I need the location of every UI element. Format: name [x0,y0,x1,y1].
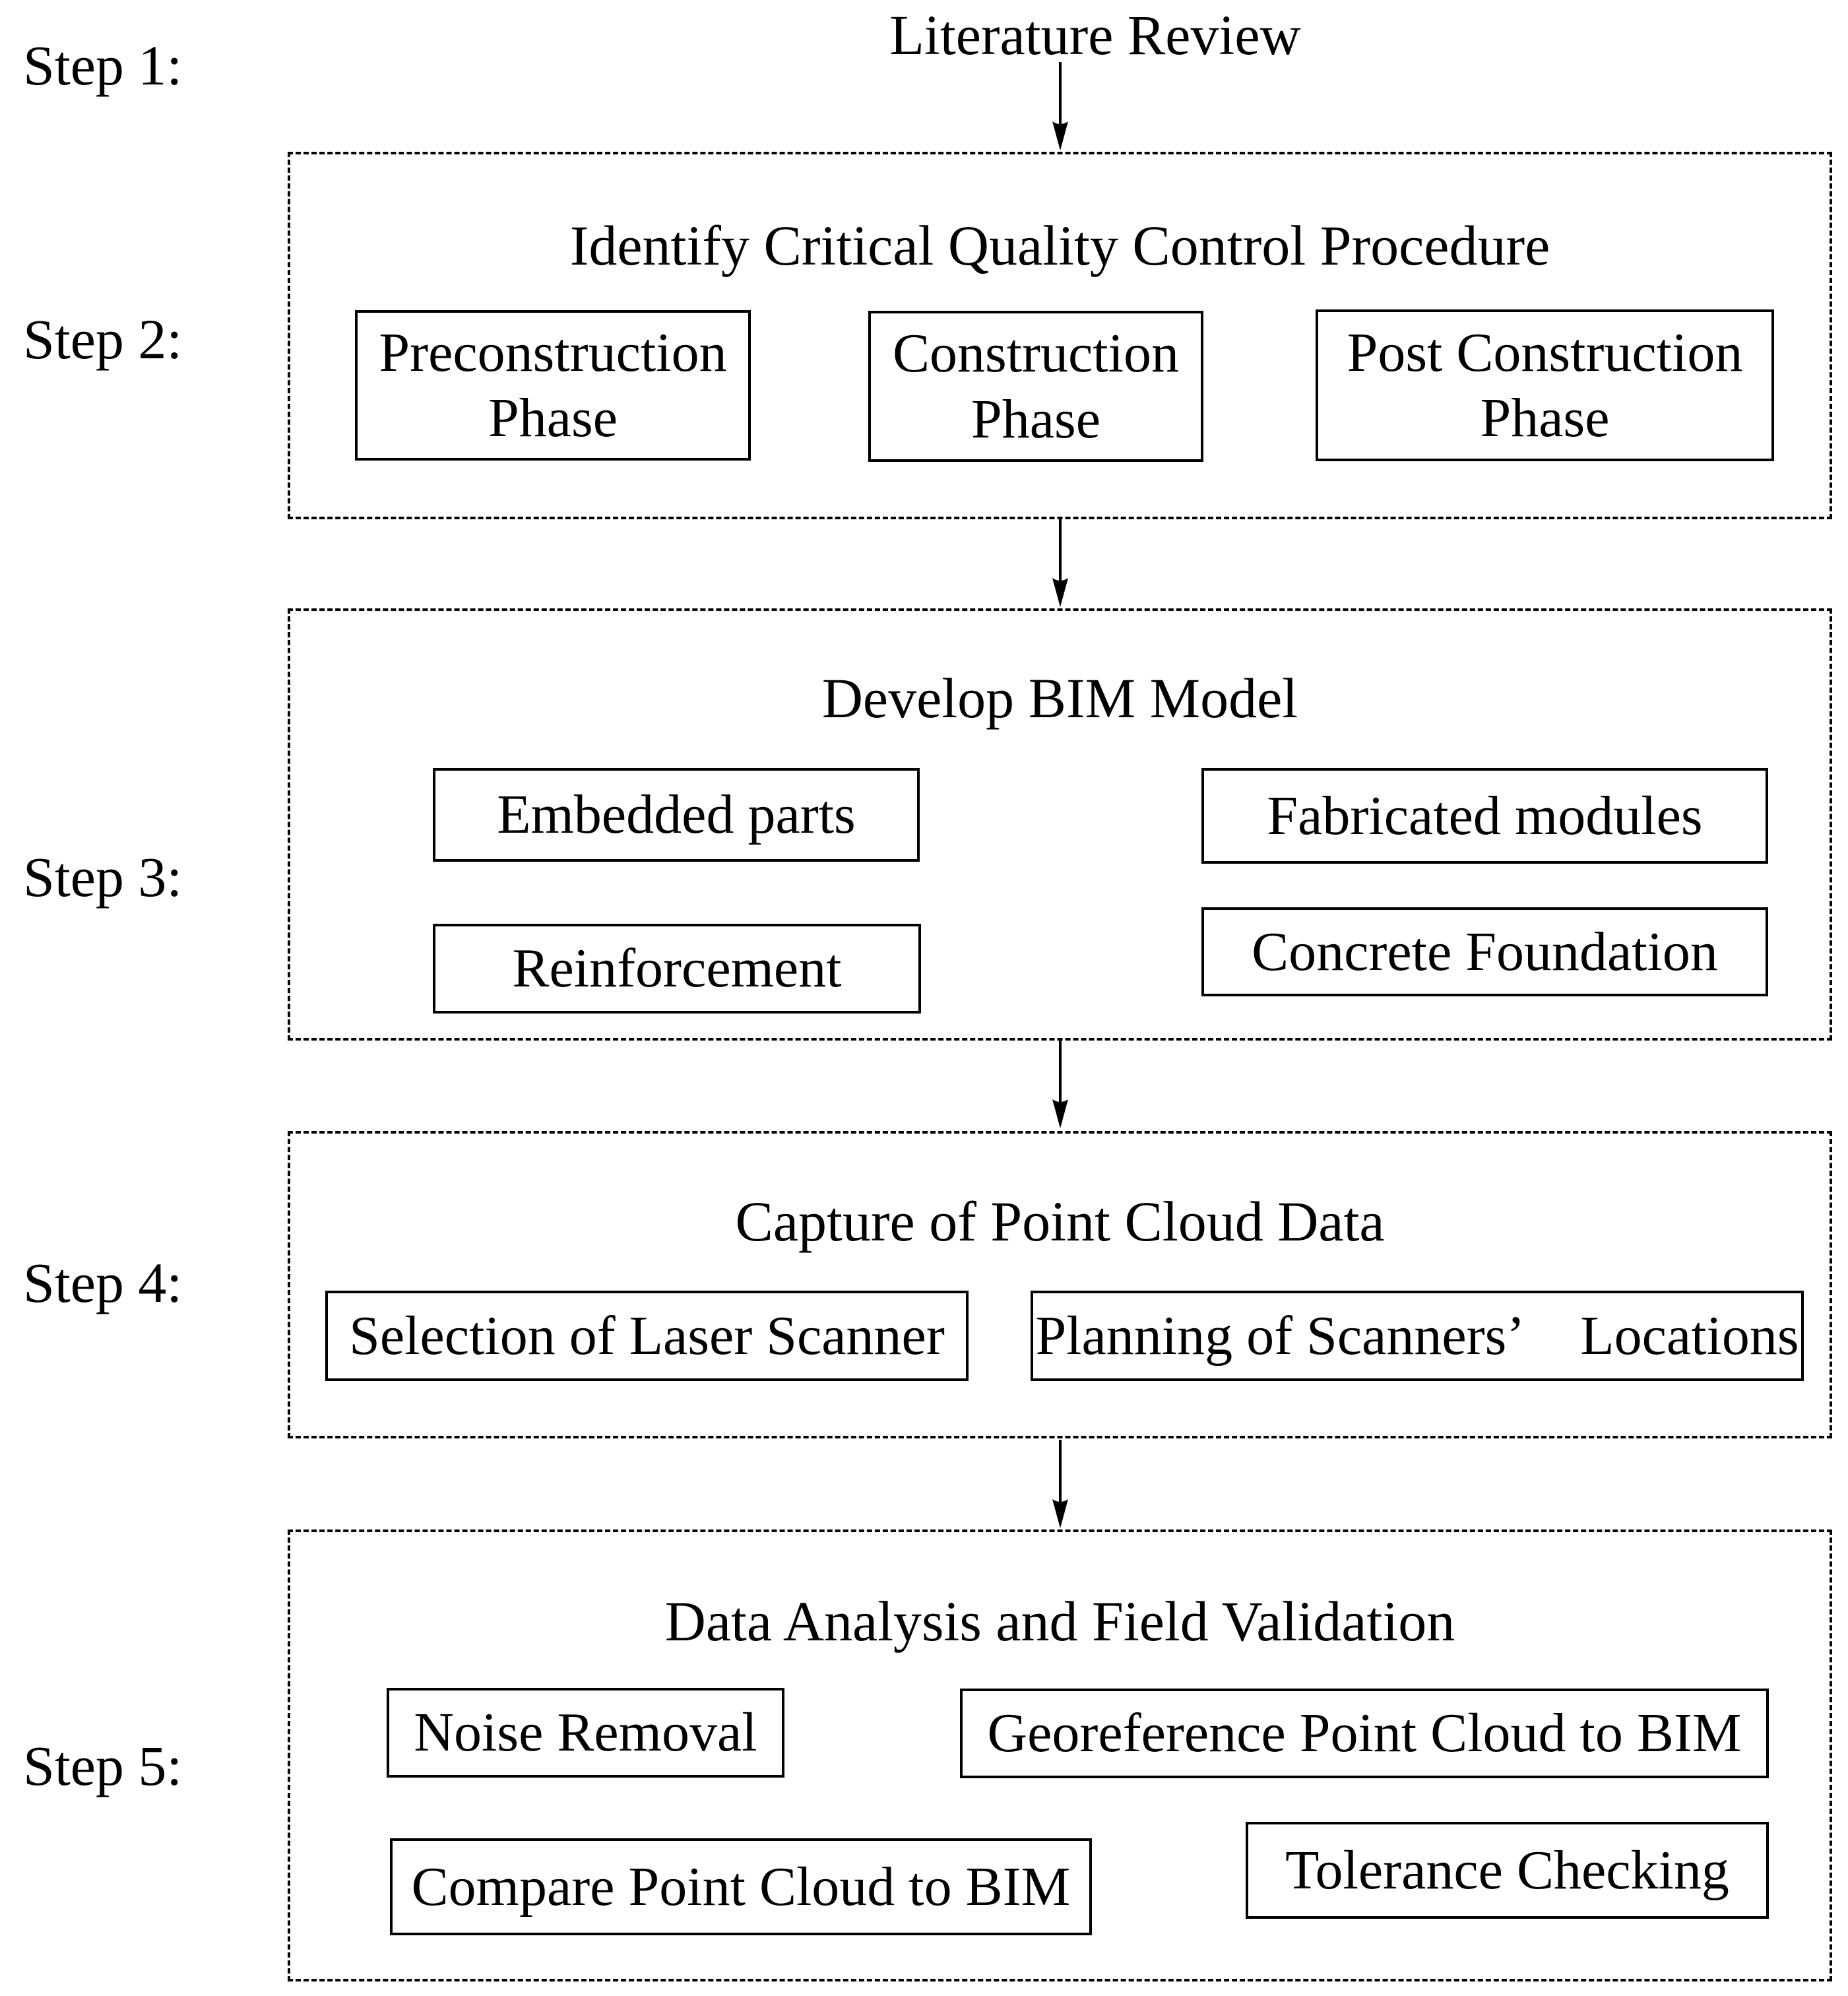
box-embedded-parts: Embedded parts [433,768,920,862]
box-georeference-point-cloud-to-bim: Georeference Point Cloud to BIM [960,1689,1769,1778]
step-4-title: Capture of Point Cloud Data [735,1190,1385,1253]
box-post-construction-phase: Post Construction Phase [1316,309,1774,461]
down-arrow-icon [1052,1440,1068,1528]
down-arrow-icon [1052,519,1068,607]
step-4-label: Step 4: [23,1251,183,1314]
step-3-panel: Develop BIM Model Embedded parts Fabrica… [288,608,1832,1041]
step-2-label: Step 2: [23,307,183,371]
step-5-title: Data Analysis and Field Validation [664,1590,1455,1653]
box-concrete-foundation: Concrete Foundation [1201,907,1768,996]
step-3-title: Develop BIM Model [821,666,1298,730]
box-preconstruction-phase: Preconstruction Phase [355,310,751,461]
step-4-panel: Capture of Point Cloud Data Selection of… [288,1131,1832,1438]
box-fabricated-modules: Fabricated modules [1201,768,1768,864]
box-tolerance-checking: Tolerance Checking [1246,1822,1769,1919]
literature-review-title: Literature Review [889,3,1301,67]
flow-arrow-2 [1047,519,1073,607]
step-5-panel: Data Analysis and Field Validation Noise… [288,1529,1832,1981]
step-3-label: Step 3: [23,845,183,909]
down-arrow-icon [1052,1040,1068,1128]
box-noise-removal: Noise Removal [387,1688,784,1778]
step-2-title: Identify Critical Quality Control Proced… [569,214,1550,277]
box-construction-phase: Construction Phase [868,311,1203,462]
box-reinforcement: Reinforcement [433,924,921,1014]
box-planning-of-scanner-locations: Planning of Scanners’ Locations [1031,1291,1804,1381]
flow-arrow-3 [1047,1040,1073,1128]
step-5-label: Step 5: [23,1734,183,1797]
box-selection-of-laser-scanner: Selection of Laser Scanner [325,1291,969,1381]
flow-arrow-1 [1047,62,1073,150]
step-1-label: Step 1: [23,34,183,97]
step-2-panel: Identify Critical Quality Control Proced… [288,152,1832,519]
down-arrow-icon [1052,62,1068,150]
box-compare-point-cloud-to-bim: Compare Point Cloud to BIM [390,1838,1092,1935]
flow-arrow-4 [1047,1440,1073,1528]
